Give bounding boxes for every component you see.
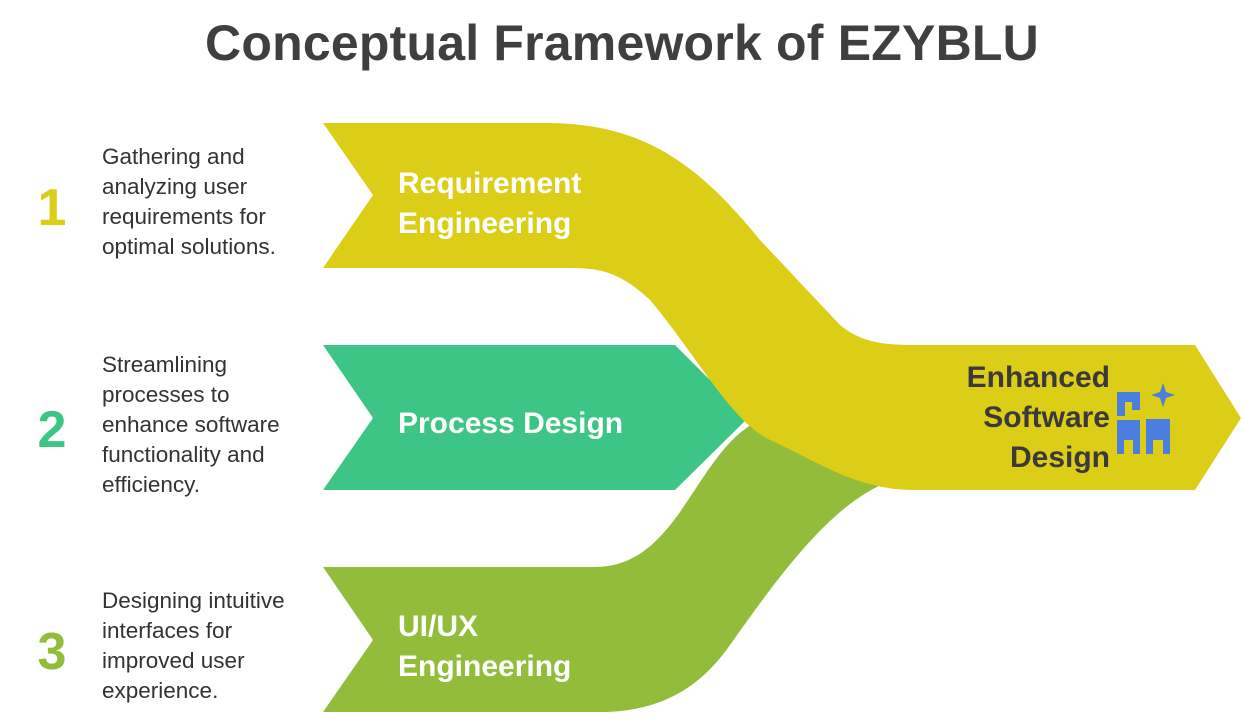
process-design-band xyxy=(323,345,748,490)
step-number-2: 2 xyxy=(37,401,67,459)
step-label-1-line-1: Requirement xyxy=(398,167,582,200)
uiux-band xyxy=(323,420,900,712)
step-label-3-line-1: UI/UX xyxy=(398,610,479,643)
step-label-2: Process Design xyxy=(398,404,623,444)
step-label-3: UI/UX Engineering xyxy=(398,607,571,687)
step-label-1-line-2: Engineering xyxy=(398,207,572,240)
requirement-band xyxy=(323,123,1241,490)
step-number-1: 1 xyxy=(37,179,67,237)
outcome-label: Enhanced Software Design xyxy=(930,358,1110,478)
outcome-label-line-1: Enhanced xyxy=(966,361,1110,394)
step-description-1: Gathering and analyzing user requirement… xyxy=(102,144,276,259)
page-title: Conceptual Framework of EZYBLU xyxy=(205,15,1039,71)
outcome-label-line-2: Software xyxy=(983,401,1110,434)
software-design-icon xyxy=(1117,383,1192,454)
step-label-2-line-1: Process Design xyxy=(398,407,624,440)
step-number-3: 3 xyxy=(37,623,67,681)
step-description-2: Streamlining processes to enhance softwa… xyxy=(102,352,280,497)
step-label-1: Requirement Engineering xyxy=(398,164,581,244)
step-label-3-line-2: Engineering xyxy=(398,650,572,683)
step-description-3: Designing intuitive interfaces for impro… xyxy=(102,588,285,703)
outcome-label-line-3: Design xyxy=(1009,441,1110,474)
